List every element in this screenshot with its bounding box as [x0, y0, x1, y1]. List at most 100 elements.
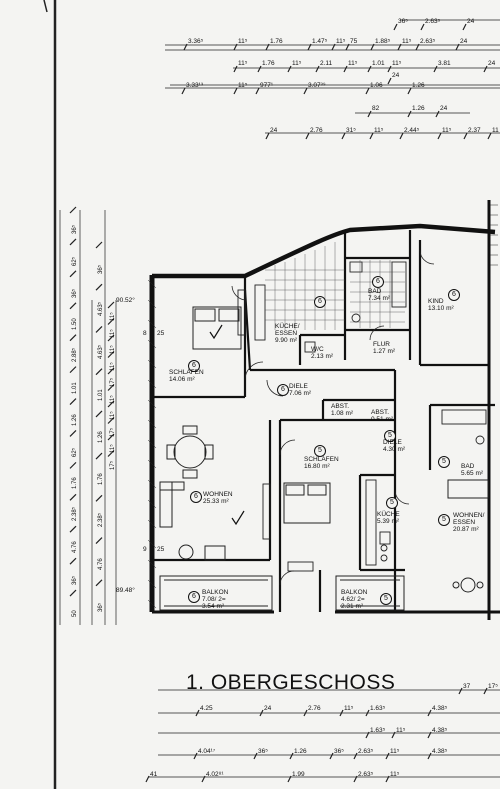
left-annotation: 89.48°: [116, 587, 135, 594]
top-dimension-tick: [367, 110, 372, 118]
bottom-dimension-label: 11⁵: [396, 727, 406, 734]
top-dimension-label: 1.76: [270, 38, 283, 45]
top-dimension-label: 977¹: [260, 82, 274, 89]
bottom-dimension-tick: [353, 775, 358, 783]
room-number-circle: 5: [438, 456, 450, 468]
floor-title: 1. OBERGESCHOSS: [186, 671, 396, 694]
top-dimension-tick: [370, 43, 375, 51]
left-dimension-label-inner: 36⁵: [98, 264, 104, 275]
left-dimension-label-outer: 62⁵: [72, 256, 78, 266]
top-dimension-label: 11⁵: [292, 60, 302, 67]
top-dimension-tick: [487, 132, 492, 140]
left-dimension-label-mid-tick: [107, 351, 115, 358]
left-dimension-label-inner: 36⁵: [98, 602, 104, 612]
bottom-dimension-tick: [353, 752, 358, 760]
bottom-dimension-tick: [391, 731, 396, 739]
left-dimension-label-outer-tick: [69, 334, 77, 342]
top-dimension-label: 1.76: [262, 60, 275, 67]
left-dimension-label-inner: 1.26: [98, 431, 104, 443]
top-dimension-tick: [387, 65, 392, 73]
top-dimension-label: 3.81: [438, 60, 451, 67]
bottom-dimension-label: 24: [264, 705, 272, 712]
top-dimension-label: 11⁵: [392, 60, 402, 67]
bottom-dimension-tick: [458, 687, 463, 695]
left-dimension-label-outer-tick: [69, 493, 77, 501]
top-dimension-tick: [420, 23, 425, 31]
room-label: WOHNEN/ ESSEN 20.87 m²: [453, 512, 485, 533]
left-dimension-label-outer: 36⁵: [72, 224, 78, 234]
left-dimension-label-outer: 1.26: [72, 413, 78, 426]
top-dimension-label: 24: [270, 127, 278, 134]
page-edge-line-top: [43, 0, 48, 13]
left-dimension-label-inner-tick: [95, 579, 103, 587]
left-dimension-label-outer-tick: [69, 398, 77, 405]
top-dimension-label: 2.11: [320, 60, 333, 67]
top-dimension-tick: [483, 65, 488, 73]
top-dimension-label: 24: [460, 38, 468, 45]
top-dimension-label: 3.36⁵: [188, 38, 204, 45]
top-dimension-tick: [315, 65, 320, 73]
furniture-beds: [192, 306, 331, 524]
top-dimension-label: 2.63⁵: [420, 38, 436, 45]
furniture-kitchen: [254, 284, 391, 566]
left-dimension-label-mid-tick: [107, 318, 115, 325]
top-dimension-label: 24: [440, 105, 448, 112]
left-dimension-label-outer-tick: [69, 270, 77, 278]
top-dimension-tick: [387, 77, 392, 85]
room-number-circle: 5: [438, 514, 450, 526]
top-dimension-label: 11⁵: [238, 60, 248, 67]
room-number-circle: 6: [277, 384, 289, 396]
top-dimension-label: 11⁵: [374, 127, 384, 134]
top-dimension-tick: [233, 87, 238, 95]
left-dimension-label-inner: 1.01: [98, 389, 104, 401]
left-dimension-label-outer: 1.01: [72, 381, 78, 394]
left-dimension-label-mid: 17⁵: [110, 378, 116, 388]
room-label: BAD 5.65 m²: [461, 463, 484, 477]
furniture-sofa: [159, 479, 489, 561]
top-dimension-tick: [287, 65, 292, 73]
top-dimension-label: 1.01: [372, 60, 385, 67]
left-dimension-label-outer-tick: [69, 589, 77, 597]
bottom-dimension-tick: [193, 752, 198, 760]
top-dimension-label: 36⁵: [398, 18, 408, 25]
left-dimension-label-outer-tick: [69, 238, 77, 246]
left-dimension-label-inner-tick: [95, 537, 103, 544]
bottom-dimension-label: 1.63⁵: [370, 705, 386, 712]
room-label: SCHLAFEN 16.80 m²: [304, 456, 339, 470]
bottom-dimension-label: 1.63⁵: [370, 727, 386, 734]
left-dimension-label-outer: 1.76: [72, 477, 78, 490]
room-label: DIELE 4.30 m²: [383, 439, 406, 453]
left-dimension-label-mid: 11⁵: [110, 329, 116, 338]
room-label: KÜCHE/ ESSEN 9.90 m²: [275, 323, 300, 344]
left-annotation: 8: [143, 330, 147, 337]
top-dimension-tick: [393, 23, 398, 31]
left-dimension-label-outer: 1.50: [72, 318, 78, 330]
room-label: FLUR 1.27 m²: [373, 341, 396, 355]
door-swings: [231, 249, 435, 586]
room-number-circle: 6: [188, 591, 200, 603]
bottom-dimension-tick: [339, 709, 344, 717]
left-dimension-label-mid-tick: [107, 301, 115, 309]
left-dimension-label-mid: 17⁵: [110, 460, 116, 470]
left-annotation: 25: [157, 330, 165, 337]
room-label: BALKON 7.08/ 2= 3.54 m²: [202, 589, 229, 610]
left-dimension-label-mid-tick: [107, 334, 115, 342]
check-marks: [209, 324, 245, 526]
top-dimension-tick: [341, 132, 346, 140]
top-dimension-label: 11⁵: [336, 38, 346, 45]
top-dimension-tick: [183, 43, 188, 51]
left-dimension-label-inner-tick: [95, 410, 103, 418]
outer-walls: [149, 200, 500, 620]
top-dimension-label: 11⁵: [348, 60, 358, 67]
wall-hatching: [147, 279, 157, 609]
bottom-dimension-tick: [385, 775, 390, 783]
left-annotation: 9: [143, 546, 147, 553]
left-dimension-label-outer-tick: [69, 302, 77, 310]
bottom-dimension-tick: [365, 731, 370, 739]
top-dimension-label: 82: [372, 105, 380, 112]
top-dimension-label: 75: [350, 38, 358, 45]
top-dimension-label: 24: [392, 72, 400, 79]
room-label: WOHNEN 25.33 m²: [203, 491, 233, 505]
bottom-dimension-label: 1.99: [292, 771, 305, 778]
bottom-dimension-label: 36⁵: [334, 748, 344, 755]
